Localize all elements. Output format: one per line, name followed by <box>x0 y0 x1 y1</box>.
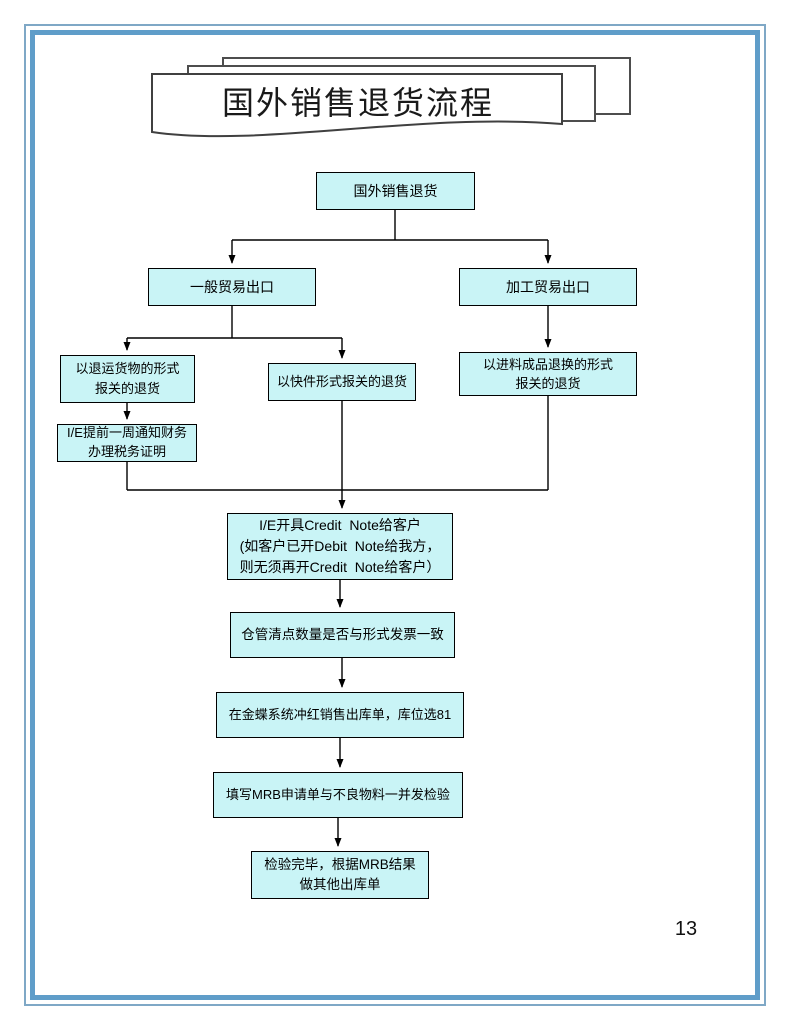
flow-node-root: 国外销售退货 <box>316 172 475 210</box>
flow-node-return-shipment-customs: 以退运货物的形式 报关的退货 <box>60 355 195 403</box>
page-border-outer <box>24 24 766 1006</box>
page-border-inner <box>30 30 760 1000</box>
flow-node-notify-finance: I/E提前一周通知财务 办理税务证明 <box>57 424 197 462</box>
flow-node-express-customs: 以快件形式报关的退货 <box>268 363 416 401</box>
flow-node-warehouse-count-check: 仓管清点数量是否与形式发票一致 <box>230 612 455 658</box>
flow-node-material-product-exchange: 以进料成品退换的形式 报关的退货 <box>459 352 637 396</box>
flow-node-general-trade-export: 一般贸易出口 <box>148 268 316 306</box>
flow-node-inspection-complete: 检验完毕，根据MRB结果 做其他出库单 <box>251 851 429 899</box>
flow-node-kingdee-reverse-outbound: 在金蝶系统冲红销售出库单，库位选81 <box>216 692 464 738</box>
page-number: 13 <box>674 918 698 940</box>
flow-node-mrb-request: 填写MRB申请单与不良物料一并发检验 <box>213 772 463 818</box>
title-banner-shapes <box>151 57 631 138</box>
flow-node-credit-note: I/E开具Credit Note给客户 (如客户已开Debit Note给我方，… <box>227 513 453 580</box>
page-title: 国外销售退货流程 <box>221 85 494 121</box>
flow-node-processing-trade-export: 加工贸易出口 <box>459 268 637 306</box>
